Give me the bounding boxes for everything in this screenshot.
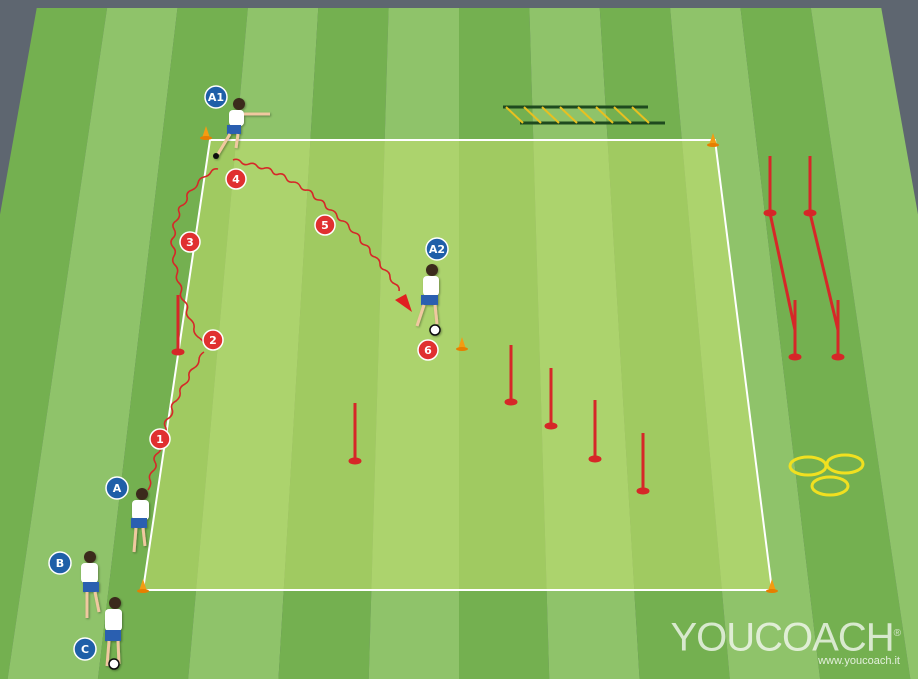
step-label-2: 2: [203, 330, 223, 350]
svg-text:A: A: [113, 482, 122, 495]
svg-text:4: 4: [232, 173, 240, 186]
step-label-3: 3: [180, 232, 200, 252]
player-label-a2: A2: [426, 238, 448, 260]
step-label-4: 4: [226, 169, 246, 189]
svg-text:5: 5: [321, 219, 329, 232]
svg-text:A1: A1: [208, 91, 224, 104]
svg-text:B: B: [56, 557, 64, 570]
svg-text:2: 2: [209, 334, 217, 347]
svg-text:3: 3: [186, 236, 194, 249]
logo-brand: YOUCOACH®: [670, 614, 900, 657]
svg-text:C: C: [81, 643, 89, 656]
youcoach-logo: YOUCOACH® www.youcoach.it: [670, 614, 900, 667]
step-label-6: 6: [418, 340, 438, 360]
step-label-5: 5: [315, 215, 335, 235]
step-label-1: 1: [150, 429, 170, 449]
player-label-c: C: [74, 638, 96, 660]
svg-text:A2: A2: [429, 243, 445, 256]
drill-area: [143, 140, 772, 590]
player-label-a: A: [106, 477, 128, 499]
svg-text:6: 6: [424, 344, 432, 357]
svg-text:1: 1: [156, 433, 164, 446]
player-label-b: B: [49, 552, 71, 574]
top-bar: [0, 0, 918, 8]
player-label-a1: A1: [205, 86, 227, 108]
